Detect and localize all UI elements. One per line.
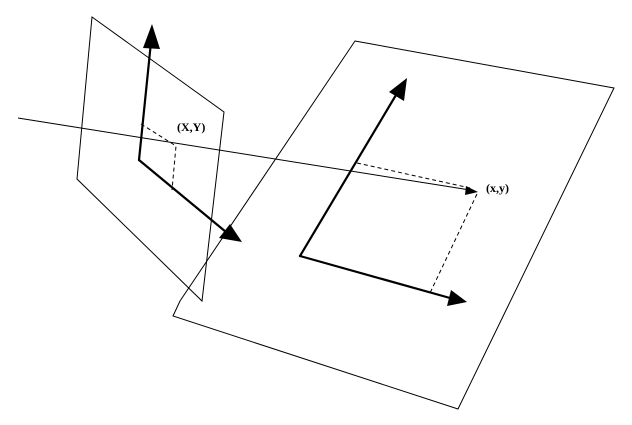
source-x-axis-arrowhead <box>219 224 242 242</box>
image-y-axis <box>298 93 398 258</box>
projection-ray <box>17 117 471 191</box>
source-y-axis <box>137 40 153 162</box>
source-point-guides <box>140 123 177 191</box>
source-plane <box>76 16 225 303</box>
source-x-axis <box>137 158 228 234</box>
image-x-axis <box>298 254 452 300</box>
image-point-guide-vertical <box>429 193 478 294</box>
image-plane <box>172 40 615 410</box>
image-point-guide-horizontal <box>356 162 471 189</box>
source-point-label: (X,Y) <box>177 120 205 134</box>
projection-ray-arrowhead <box>465 186 478 195</box>
image-point-label: (x,y) <box>486 181 509 195</box>
source-y-axis-arrowhead <box>143 24 160 49</box>
image-x-axis-arrowhead <box>447 290 467 306</box>
image-y-axis-arrowhead <box>389 78 407 101</box>
